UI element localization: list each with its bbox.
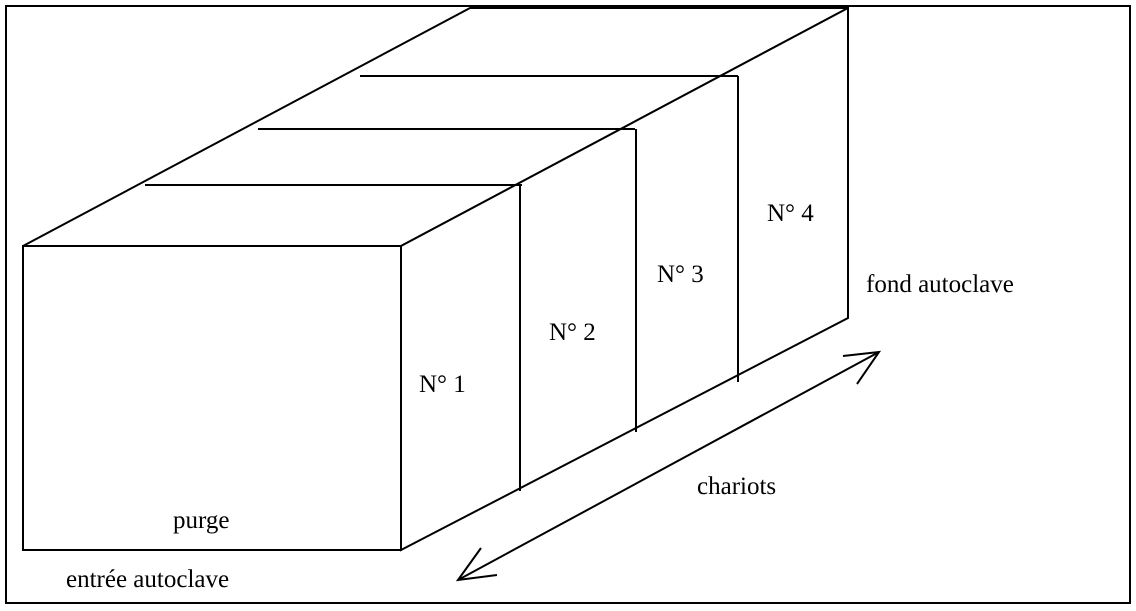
entry-label: entrée autoclave (66, 566, 229, 593)
chariots-label: chariots (697, 473, 776, 500)
cart-label-3: N° 3 (657, 261, 704, 288)
double-arrow-icon (455, 350, 882, 582)
diagram-border (5, 5, 1131, 604)
cart-label-2: N° 2 (549, 319, 596, 346)
cart-label-1: N° 1 (419, 371, 466, 398)
front-face (22, 245, 402, 551)
back-label: fond autoclave (866, 271, 1014, 298)
purge-label: purge (173, 507, 229, 534)
cart-label-4: N° 4 (767, 200, 814, 227)
